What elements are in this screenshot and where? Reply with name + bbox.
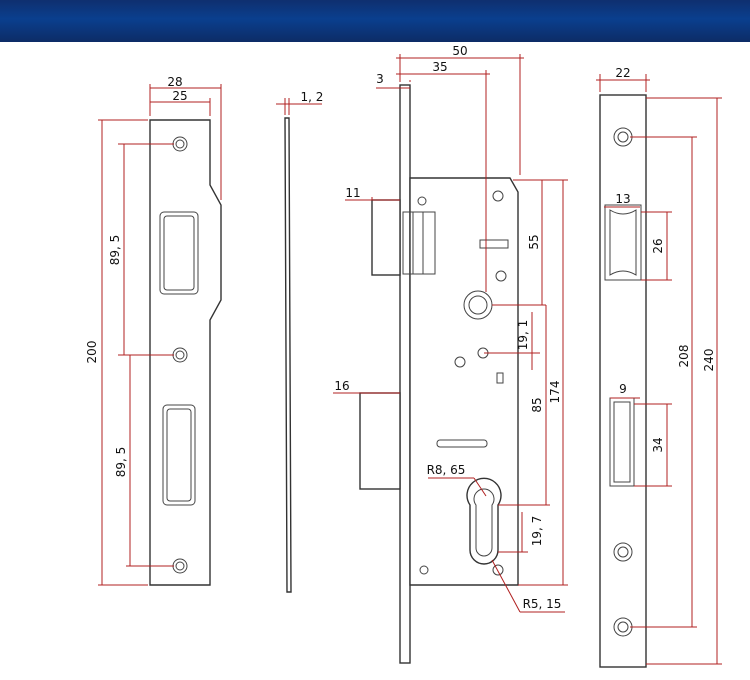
dim-lock-16: 16 (334, 379, 349, 393)
strike-plate-dimensions (98, 84, 222, 586)
dim-lock-35: 35 (432, 60, 447, 74)
dim-lock-r8-65: R8, 65 (427, 463, 466, 477)
dim-lock-85: 85 (530, 397, 544, 412)
dim-face-34: 34 (651, 437, 665, 452)
faceplate-dimensions (596, 74, 722, 665)
dim-face-208: 208 (677, 345, 691, 368)
dim-lock-50: 50 (452, 44, 467, 58)
dim-face-13: 13 (615, 192, 630, 206)
dim-lock-55: 55 (527, 234, 541, 249)
dim-face-22: 22 (615, 66, 630, 80)
dim-lock-19-1: 19, 1 (516, 320, 530, 351)
dim-lock-11: 11 (345, 186, 360, 200)
strike-plate (149, 119, 222, 586)
dim-face-26: 26 (651, 238, 665, 253)
dim-strike-25: 25 (172, 89, 187, 103)
dim-lock-174: 174 (548, 381, 562, 404)
dim-lock-19-7: 19, 7 (530, 516, 544, 547)
dim-face-240: 240 (702, 349, 716, 372)
dim-lock-r5-15: R5, 15 (523, 597, 562, 611)
dim-strike-89-5-upper: 89, 5 (108, 235, 122, 266)
dim-face-9: 9 (619, 382, 627, 396)
dim-lock-3: 3 (376, 72, 384, 86)
dim-strike-89-5-lower: 89, 5 (114, 447, 128, 478)
faceplate (599, 94, 647, 668)
dim-strike-200: 200 (85, 341, 99, 364)
lock-body (359, 84, 519, 664)
header-banner (0, 0, 750, 42)
lock-body-dimensions (333, 54, 568, 613)
dim-thickness-1-2: 1, 2 (301, 90, 324, 104)
plate-profile (276, 98, 322, 593)
dim-strike-28: 28 (167, 75, 182, 89)
